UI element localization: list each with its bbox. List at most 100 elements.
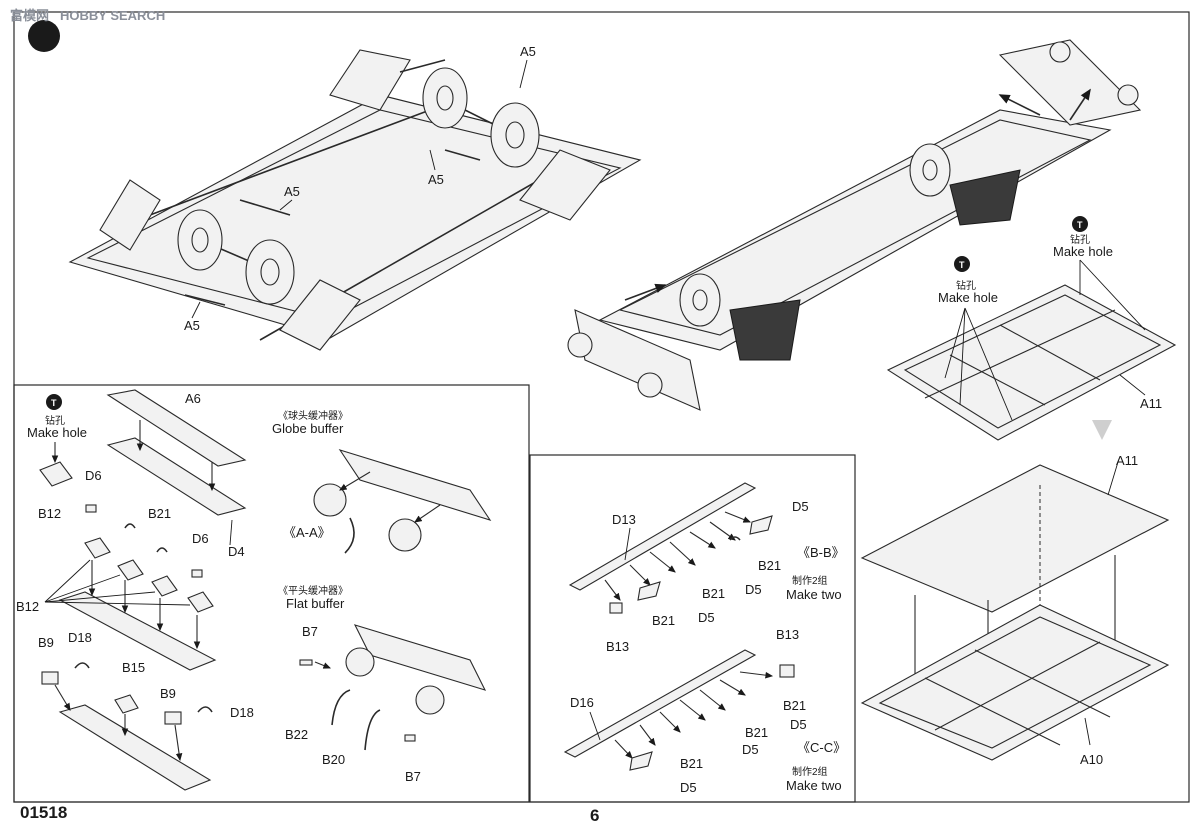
assembly-arrow xyxy=(699,689,726,711)
part-b12 xyxy=(151,575,178,597)
make-two-cn: 制作2组 xyxy=(792,765,828,778)
product-code: 01518 xyxy=(20,803,67,822)
part-b7 xyxy=(404,734,416,742)
part-d5 xyxy=(749,515,773,535)
spring-suspension xyxy=(949,169,1021,226)
buffer-head xyxy=(637,372,663,398)
label-a10: A10 xyxy=(1080,752,1103,767)
label-d5-3: D5 xyxy=(680,780,697,795)
label-d5-1: D5 xyxy=(792,499,809,514)
wheel-hub xyxy=(260,258,280,286)
floor-grid-line xyxy=(924,309,1116,399)
label-d18-left: D18 xyxy=(68,630,92,645)
make-two-en: Make two xyxy=(786,587,842,602)
leader-line xyxy=(1084,717,1091,746)
drill-en-text: Make hole xyxy=(1053,244,1113,259)
part-b22 xyxy=(331,689,351,726)
drill-note-right: T 钻孔 Make hole xyxy=(1053,216,1113,259)
section-c-c-title: 《C-C》 xyxy=(797,740,846,755)
part-d18 xyxy=(197,706,213,713)
label-b12-group: B12 xyxy=(16,599,39,614)
part-a5 xyxy=(184,294,226,306)
leader-line xyxy=(1119,374,1146,396)
part-d5 xyxy=(629,751,653,771)
wheel-front-right xyxy=(245,239,295,305)
end-bracket-left xyxy=(99,179,161,251)
floor-grid-line xyxy=(949,354,1046,406)
leader-line xyxy=(944,307,966,379)
part-b15 xyxy=(114,694,139,714)
label-b21-2: B21 xyxy=(745,725,768,740)
assembly-arrow xyxy=(719,679,746,696)
part-b21 xyxy=(124,523,136,529)
chassis-assembly-left: A5 A5 A5 A5 xyxy=(68,44,642,351)
left-step-panel xyxy=(13,384,530,803)
floor-frame-line xyxy=(934,641,1101,731)
label-b9-right: B9 xyxy=(160,686,176,701)
leader-line xyxy=(959,307,966,406)
part-d18 xyxy=(74,662,90,669)
part-b20 xyxy=(364,709,381,751)
leader-line xyxy=(1107,461,1119,496)
label-b13: B13 xyxy=(606,639,629,654)
wheel-hub xyxy=(505,121,525,149)
assembly-arrow xyxy=(739,671,774,679)
part-b9 xyxy=(164,711,182,725)
middle-panel-bb: D13 D5 B21 B21 D5 B21 D5 B13 《B-B》 制作2组 … xyxy=(568,482,845,654)
drill-cn-text: 钻孔 xyxy=(1070,233,1090,246)
flat-buffer-en: Flat buffer xyxy=(286,596,345,611)
wheel-front-left xyxy=(177,209,223,271)
buffer-head xyxy=(1117,84,1139,106)
label-d5-2: D5 xyxy=(742,742,759,757)
wheel-hub xyxy=(692,289,708,311)
label-d5-1: D5 xyxy=(790,717,807,732)
part-d6 xyxy=(191,569,203,578)
drill-icon-letter: T xyxy=(1077,220,1083,230)
wheel xyxy=(909,143,951,197)
drill-en-text: Make hole xyxy=(938,290,998,305)
part-b13 xyxy=(609,602,623,614)
label-b22: B22 xyxy=(285,727,308,742)
drill-cn-text: 钻孔 xyxy=(45,414,65,427)
drill-icon-letter: T xyxy=(51,398,57,408)
assembly-arrow xyxy=(998,94,1041,116)
assembly-arrow xyxy=(679,699,706,721)
buffer-beam-globe xyxy=(338,449,492,521)
label-d13: D13 xyxy=(612,512,636,527)
part-b9 xyxy=(41,671,59,685)
left-panel-content: T 钻孔 Make hole B12 A6 D4 D6 B21 D6 B12 xyxy=(16,389,254,791)
wheel-hub xyxy=(922,159,938,181)
wheel-hub xyxy=(436,85,454,111)
wheel xyxy=(679,273,721,327)
part-b13 xyxy=(779,664,795,678)
chassis-inner-rail xyxy=(86,109,622,321)
assembly-arrow xyxy=(624,283,667,301)
floor-plate-assembly: T 钻孔 Make hole A11 A11 A10 xyxy=(860,256,1177,767)
frame-beam-b12-assembly xyxy=(58,591,217,671)
assembly-arrow xyxy=(629,564,651,586)
label-b13: B13 xyxy=(776,627,799,642)
label-b21-3: B21 xyxy=(680,756,703,771)
label-a11-mid: A11 xyxy=(1116,453,1138,468)
end-bracket-top xyxy=(329,49,411,111)
part-b12 xyxy=(39,461,73,487)
part-d6 xyxy=(85,504,97,513)
middle-panel-cc: D16 B13 B21 D5 B21 D5 B21 D5 《C-C》 制作2组 … xyxy=(563,627,846,795)
label-a6: A6 xyxy=(185,391,201,406)
part-a5 xyxy=(444,149,481,161)
assembly-arrow xyxy=(339,471,371,491)
label-b21: B21 xyxy=(148,506,171,521)
part-a6 xyxy=(106,389,247,467)
wheel-rear-right xyxy=(490,102,540,168)
label-b15: B15 xyxy=(122,660,145,675)
make-two-cn: 制作2组 xyxy=(792,574,828,587)
label-d18-right: D18 xyxy=(230,705,254,720)
floor-grid-line xyxy=(999,324,1101,381)
part-b21 xyxy=(156,547,168,553)
part-b12 xyxy=(84,537,111,559)
coupling-link xyxy=(344,517,355,554)
floor-frame-a10 xyxy=(860,604,1170,761)
globe-buffer-head xyxy=(313,483,347,517)
assembly-arrow xyxy=(54,684,71,711)
